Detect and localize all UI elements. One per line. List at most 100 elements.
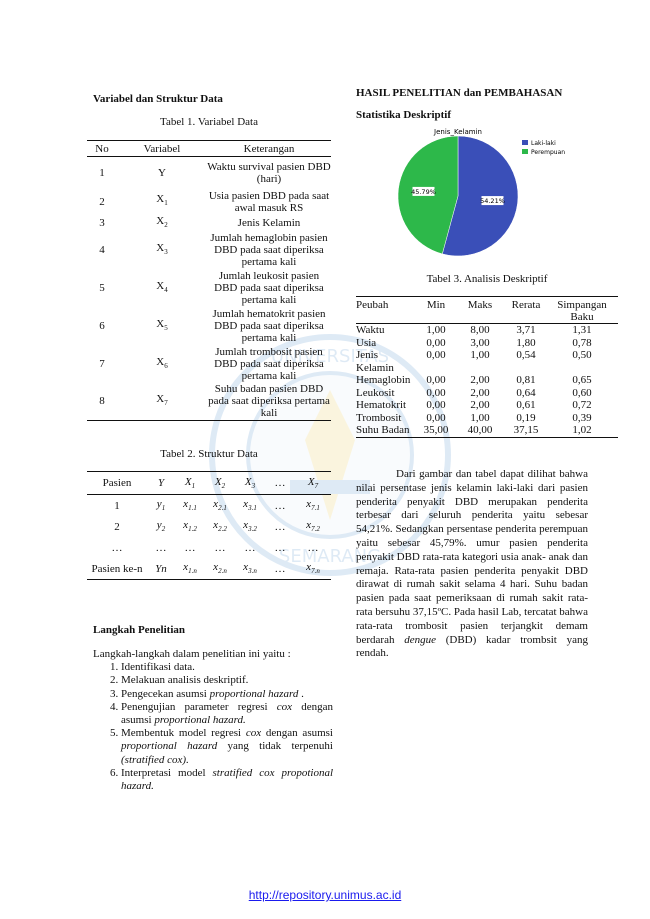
table-cell: x7.n bbox=[295, 558, 331, 580]
symbol: X bbox=[156, 214, 165, 227]
variable-name: Waktu bbox=[356, 324, 385, 336]
symbol: y bbox=[156, 498, 162, 511]
stat-value: 0,60 bbox=[572, 386, 592, 399]
symbol: … bbox=[274, 477, 286, 489]
subscript: 2.2 bbox=[218, 525, 227, 534]
steps-intro: Langkah-langkah dalam penelitian ini yai… bbox=[93, 648, 291, 660]
research-steps: Langkah-langkah dalam penelitian ini yai… bbox=[93, 648, 333, 793]
symbol: x bbox=[213, 561, 219, 574]
subscript: 7.1 bbox=[311, 504, 320, 513]
step-text: Identifikasi data. bbox=[121, 661, 195, 674]
table3-caption: Tabel 3. Analisis Deskriptif bbox=[426, 273, 548, 285]
svg-text:UNIVERSITAS: UNIVERSITAS bbox=[271, 346, 389, 367]
section-heading-results: HASIL PENELITIAN dan PEMBAHASAN bbox=[356, 87, 563, 99]
step-text: Interpretasi model bbox=[121, 766, 213, 779]
subscript: 1 bbox=[161, 504, 166, 513]
gender-pie-chart: Jenis_Kelamin54.21%45.79%Laki-lakiPeremp… bbox=[397, 128, 565, 257]
symbol: X bbox=[156, 355, 165, 368]
stat-value: 0,64 bbox=[516, 386, 536, 399]
subscript: 3 bbox=[251, 482, 256, 491]
stat-value: 1,02 bbox=[546, 424, 618, 438]
stat-value: 0,81 bbox=[516, 374, 536, 386]
subscript: 4 bbox=[164, 285, 168, 294]
symbol: … bbox=[244, 541, 256, 554]
subscript: 3.1 bbox=[248, 504, 257, 513]
step-text: cox bbox=[276, 700, 293, 713]
subscript: 2 bbox=[164, 220, 168, 229]
table1-caption: Tabel 1. Variabel Data bbox=[160, 116, 258, 128]
stat-value: 0,00 bbox=[426, 399, 446, 411]
table-cell: … bbox=[265, 516, 295, 537]
step-text: cox bbox=[245, 727, 262, 740]
symbol: Y bbox=[158, 166, 166, 179]
variable-symbol: X2 bbox=[117, 215, 207, 231]
subscript: 1 bbox=[164, 199, 168, 208]
stat-value: 1,00 bbox=[426, 324, 446, 336]
symbol: x bbox=[183, 498, 189, 511]
legend-swatch bbox=[522, 149, 528, 154]
symbol: x bbox=[306, 519, 312, 532]
subscript: 2.n bbox=[218, 567, 227, 576]
symbol: … bbox=[274, 499, 286, 512]
table-cell: … bbox=[87, 537, 147, 558]
table-cell: … bbox=[295, 537, 331, 558]
row-number: 4 bbox=[99, 243, 105, 256]
stat-value: 0,39 bbox=[572, 411, 592, 424]
table-cell: x3.1 bbox=[235, 495, 265, 517]
variable-symbol: X4 bbox=[117, 269, 207, 307]
row-number: 6 bbox=[99, 319, 105, 332]
table2-header: X3 bbox=[235, 471, 265, 495]
table-cell: x2.2 bbox=[205, 516, 235, 537]
stat-value: 2,00 bbox=[470, 386, 490, 399]
variable-symbol: X3 bbox=[117, 231, 207, 269]
row-number: 7 bbox=[99, 357, 105, 370]
variable-name: Leukosit bbox=[356, 386, 395, 399]
table-cell: … bbox=[175, 537, 205, 558]
repository-link[interactable]: http://repository.unimus.ac.id bbox=[248, 888, 402, 902]
symbol: … bbox=[184, 541, 196, 554]
table-cell: x2.1 bbox=[205, 495, 235, 517]
stat-value: 0,54 bbox=[516, 349, 536, 361]
stat-value: 1,00 bbox=[470, 349, 490, 361]
symbol: X bbox=[156, 393, 165, 406]
symbol: x bbox=[183, 561, 189, 574]
table-cell: 1 bbox=[87, 495, 147, 517]
table-cell: … bbox=[235, 537, 265, 558]
symbol: … bbox=[155, 541, 167, 554]
table-cell: x1.n bbox=[175, 558, 205, 580]
stat-value: 2,00 bbox=[470, 374, 490, 386]
table-cell: … bbox=[265, 537, 295, 558]
table-cell: … bbox=[265, 558, 295, 580]
stat-value: 0,00 bbox=[426, 336, 446, 349]
step-text: Membentuk model regresi bbox=[121, 727, 246, 740]
stat-value: 1,00 bbox=[470, 411, 490, 424]
variable-symbol: Y bbox=[117, 157, 207, 189]
table-cell: … bbox=[265, 495, 295, 517]
stat-value: 0,50 bbox=[572, 349, 592, 361]
variable-symbol: X7 bbox=[117, 382, 207, 422]
list-item: Pengecekan asumsi proportional hazard . bbox=[121, 688, 333, 701]
step-text: . bbox=[298, 687, 304, 700]
step-text: Penengujian parameter regresi bbox=[121, 700, 277, 713]
table1-header: No bbox=[87, 140, 117, 157]
list-item: Melakuan analisis deskriptif. bbox=[121, 674, 333, 687]
table2-caption: Tabel 2. Struktur Data bbox=[160, 448, 258, 460]
symbol: X bbox=[214, 475, 222, 488]
stat-value: 1,31 bbox=[572, 324, 592, 336]
subscript: 7.n bbox=[311, 567, 320, 576]
symbol: X bbox=[307, 475, 315, 488]
variable-name: Hemaglobin bbox=[356, 374, 411, 386]
table2-header: Pasien bbox=[87, 471, 147, 495]
list-item: Penengujian parameter regresi cox dengan… bbox=[121, 701, 333, 727]
stat-value: 0,00 bbox=[426, 349, 446, 361]
